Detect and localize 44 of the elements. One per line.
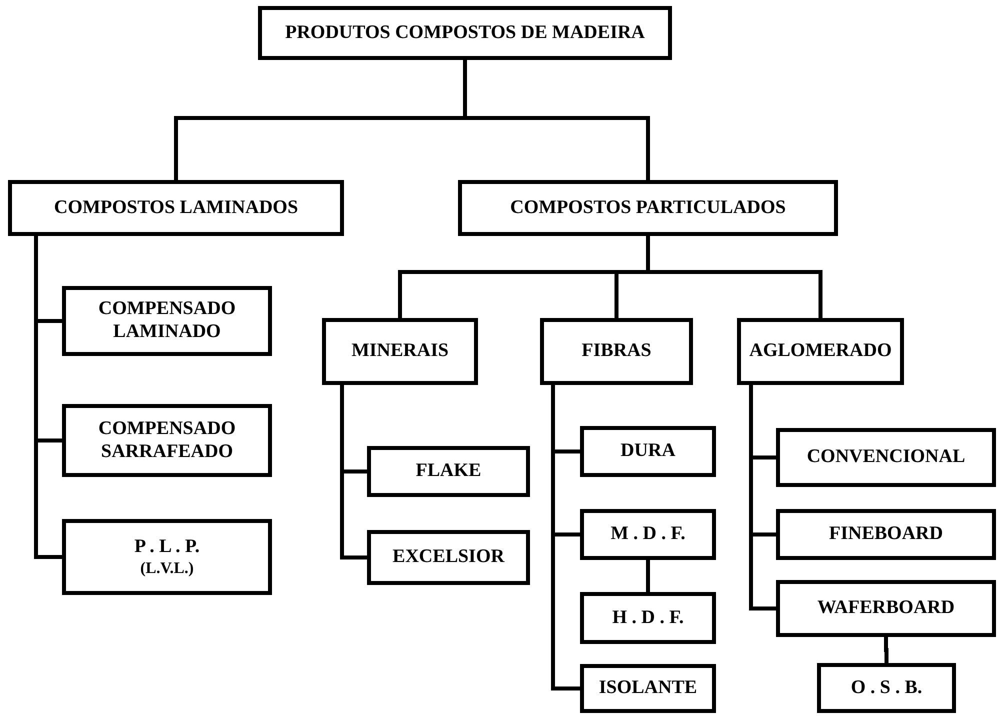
category-label: WAFERBOARD [817, 597, 955, 620]
category-label: COMPENSADO LAMINADO [97, 298, 237, 344]
category-label: AGLOMERADO [749, 340, 892, 363]
category-label: O . S . B. [850, 676, 922, 700]
category-box [258, 6, 672, 60]
category-box [580, 426, 716, 477]
category-box [580, 664, 716, 713]
category-label: MINERAIS [351, 340, 449, 363]
category-box [322, 318, 478, 385]
category-box [776, 509, 996, 560]
category-box [458, 180, 838, 236]
category-label: FINEBOARD [828, 523, 943, 546]
category-box [367, 530, 530, 585]
category-box [737, 318, 904, 385]
connector-line [34, 236, 62, 559]
category-label: FIBRAS [582, 340, 652, 363]
connector-line [646, 560, 650, 592]
category-box [62, 286, 272, 356]
connector-line [551, 385, 580, 690]
category-label: FLAKE [416, 460, 482, 483]
category-label: DURA [620, 440, 676, 463]
category-label: COMPOSTOS LAMINADOS [54, 196, 298, 220]
category-box [62, 404, 272, 477]
category-box [540, 318, 693, 385]
category-label: COMPENSADO SARRAFEADO [97, 418, 237, 464]
connector-line [463, 60, 650, 180]
category-box [776, 428, 996, 487]
connector-line [884, 637, 888, 663]
category-label: PRODUTOS COMPOSTOS DE MADEIRA [285, 22, 645, 44]
category-box [8, 180, 344, 236]
category-box [367, 446, 530, 497]
category-label: EXCELSIOR [392, 546, 504, 569]
category-box [580, 592, 716, 644]
category-label: ISOLANTE [598, 677, 698, 700]
category-label: M . D . F. [610, 523, 686, 546]
category-label: H . D . F. [612, 606, 684, 630]
category-box [580, 509, 716, 560]
category-label: P . L . P. [134, 536, 200, 559]
category-box [817, 663, 956, 713]
category-label: COMPOSTOS PARTICULADOS [510, 196, 786, 220]
category-label: CONVENCIONAL [806, 446, 966, 469]
category-label: (L.V.L.) [140, 558, 194, 578]
category-box [62, 519, 272, 595]
category-box [776, 580, 996, 637]
